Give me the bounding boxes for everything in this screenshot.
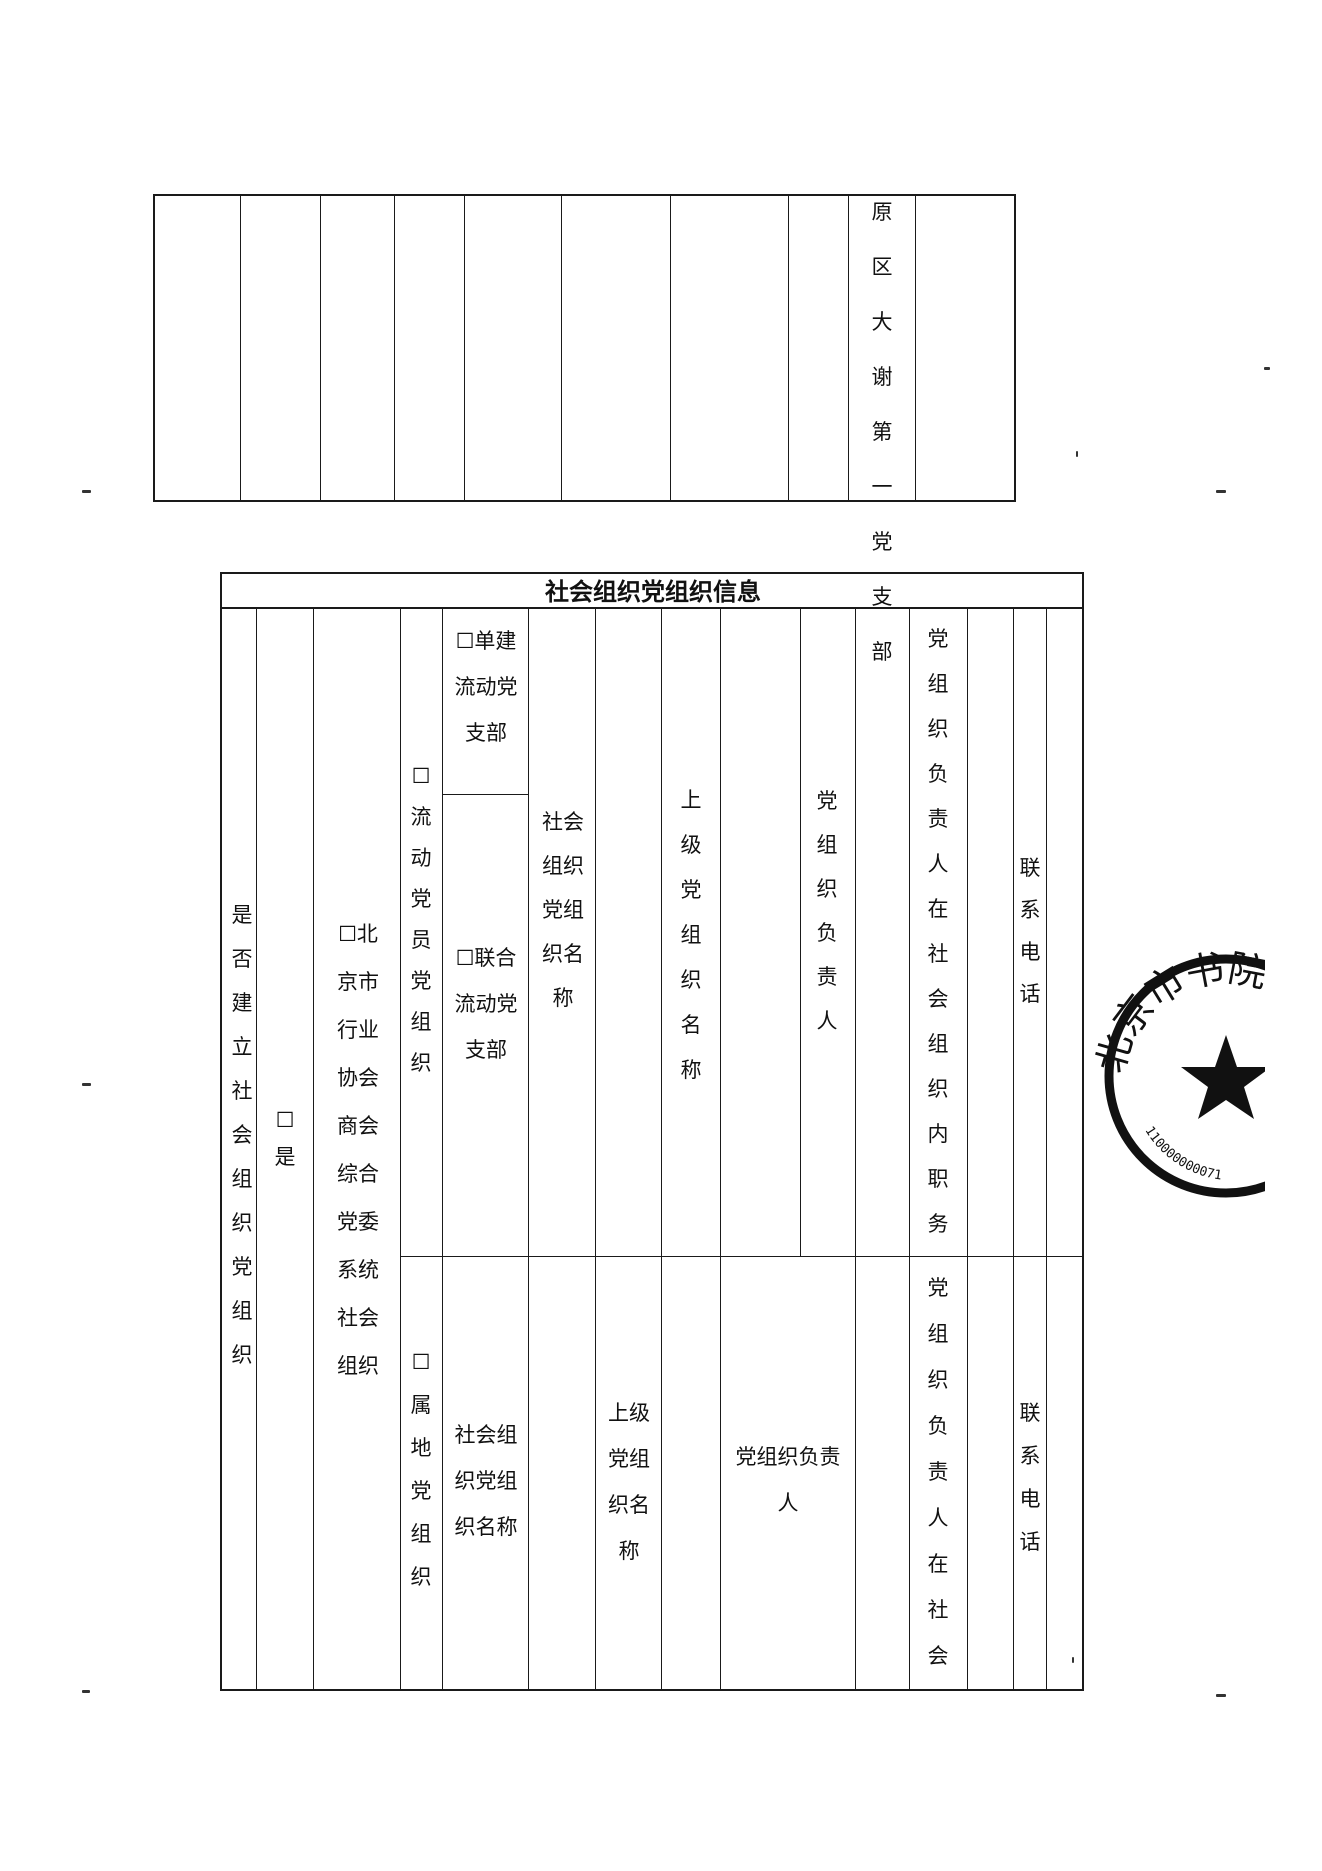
table-1-col-line	[320, 194, 321, 502]
table-1-col-line	[561, 194, 562, 502]
seal-star-icon	[1181, 1035, 1265, 1119]
table-2-col-line	[1013, 608, 1014, 1690]
scan-speck	[82, 490, 91, 493]
joint-mobile-branch-option[interactable]: ☐联合流动党支部	[454, 946, 518, 1062]
table-2-col-line	[855, 608, 856, 1690]
scan-speck	[1216, 1694, 1226, 1697]
table-1-col-line	[240, 194, 241, 502]
table-1-col-line	[788, 194, 789, 502]
party-org-leader-label: 党组织负责人	[816, 789, 838, 1033]
table-1-bottom-border	[153, 500, 1016, 502]
seal-number: 110000000071	[1142, 1124, 1223, 1184]
table-2-col-line	[1046, 608, 1047, 1690]
table-1-col-line	[848, 194, 849, 502]
table-2-col-line	[400, 608, 401, 1690]
has-party-org-label: 是否建立社会组织党组织	[231, 903, 253, 1367]
leader-position-label: 党组织负责人在社会	[927, 1276, 949, 1668]
table-1-top-border	[153, 194, 1016, 196]
contact-phone-label: 联系电话	[1019, 1401, 1041, 1554]
table-1-col-line	[464, 194, 465, 502]
table-2-col-line	[528, 608, 529, 1690]
mobile-party-org-option[interactable]: ☐流动党员党组织	[410, 764, 432, 1075]
table-2-col-line	[256, 608, 257, 1690]
table-2-subrow-divider	[442, 794, 528, 795]
social-org-party-name-label: 社会组织党组织名称	[454, 1423, 518, 1539]
table-2-col-line	[909, 608, 910, 1690]
superior-party-org-label: 上级党组织名称	[608, 1401, 650, 1563]
territorial-party-org-option[interactable]: ☐属地党组织	[410, 1350, 432, 1589]
scan-speck	[82, 1690, 90, 1693]
table-2-top-border	[220, 572, 1084, 574]
table-2-col-line	[967, 608, 968, 1690]
table-2-col-line	[720, 608, 721, 1690]
yes-checkbox[interactable]: ☐是	[274, 1108, 296, 1169]
scan-speck	[1264, 367, 1270, 370]
table-2-col-line	[661, 608, 662, 1690]
scan-speck	[1076, 451, 1078, 457]
official-seal: 北京市书院中国文 110000000071	[1095, 945, 1265, 1210]
single-mobile-branch-option[interactable]: ☐单建流动党支部	[454, 629, 518, 745]
table-2-row-divider	[400, 1256, 1083, 1257]
leader-position-label: 党组织负责人在社会组织内职务	[927, 627, 949, 1236]
seal-graphic: 北京市书院中国文 110000000071	[1095, 946, 1265, 1198]
scan-speck	[1216, 490, 1226, 493]
scan-speck	[82, 1083, 91, 1086]
party-org-leader-label: 党组织负责人	[735, 1445, 841, 1515]
table-2-title: 社会组织党组织信息	[545, 578, 761, 606]
table-2-col-line	[442, 608, 443, 1690]
beijing-industry-association-option[interactable]: ☐北京市行业协会商会综合党委系统社会组织	[337, 922, 379, 1378]
table-1-col-line	[394, 194, 395, 502]
contact-phone-label: 联系电话	[1019, 856, 1041, 1006]
table-2-bottom-border	[220, 1689, 1084, 1691]
table-1-col-line	[1014, 194, 1016, 502]
party-branch-name: 原区大谢第一党支部	[871, 200, 893, 664]
social-org-party-name-label: 社会组织党组织名称	[542, 810, 584, 1010]
table-2-col-line	[595, 608, 596, 1690]
table-2-title-divider	[220, 607, 1084, 609]
table-2-right-border	[1082, 572, 1084, 1691]
table-1-col-line	[915, 194, 916, 502]
table-1-col-line	[153, 194, 155, 502]
table-2-col-line	[313, 608, 314, 1690]
scan-speck	[1072, 1657, 1074, 1663]
table-2-left-border	[220, 572, 222, 1691]
table-2-col-line	[800, 608, 801, 1256]
superior-party-org-label: 上级党组织名称	[680, 788, 702, 1082]
table-1-col-line	[670, 194, 671, 502]
